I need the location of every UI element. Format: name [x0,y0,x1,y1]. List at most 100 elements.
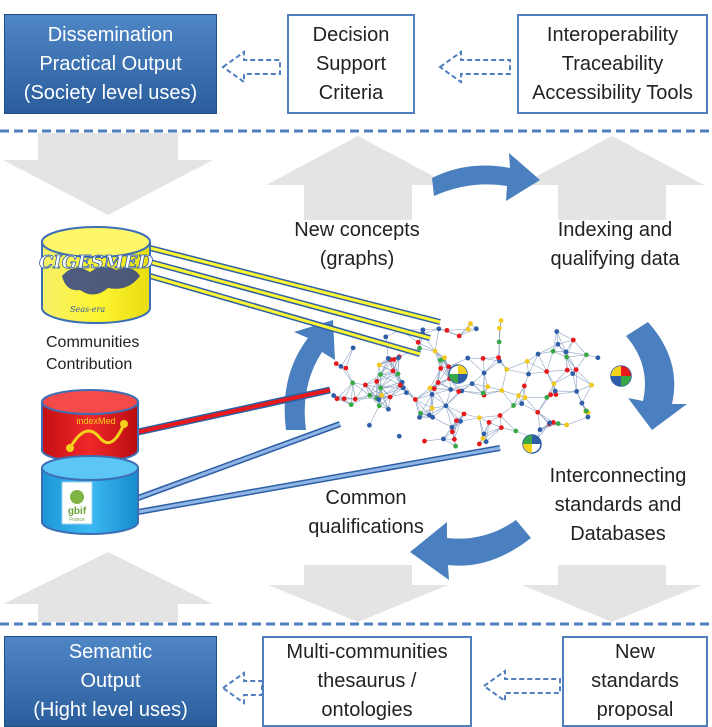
network-node [379,392,385,398]
network-edge [506,369,529,375]
network-edge [501,369,508,391]
network-edge [471,372,485,384]
gray-up-arrow [266,136,450,220]
network-edge [345,367,353,383]
interoperability-line-3: Accessibility Tools [532,81,693,104]
database-connectors [136,245,501,515]
network-edge [365,384,381,389]
network-node [417,414,422,420]
network-edge [485,422,490,442]
network-edge [537,412,541,430]
thesaurus-line-3: ontologies [321,699,413,721]
network-node [516,393,522,398]
network-edge [445,405,457,421]
network-node [574,389,580,394]
network-edge [380,384,401,389]
new-concepts-line-2: (graphs) [319,248,395,270]
network-edge [552,351,567,358]
network-node [395,371,401,377]
network-node [473,326,479,332]
interconnecting-line-3: Databases [570,523,666,545]
network-edge [434,388,451,390]
network-node [442,355,447,361]
network-node [570,371,576,377]
network-node [456,333,462,339]
network-node [438,365,444,371]
dissemination-line-1: Dissemination [47,23,174,46]
network-node [564,422,570,428]
network-node [432,348,438,354]
network-node [456,389,462,394]
network-node [554,329,560,334]
network-node [383,334,389,340]
network-edge [546,371,556,392]
network-edge [539,423,559,430]
network-edge [380,359,391,375]
network-node [343,365,349,371]
network-edge [431,389,451,395]
network-edge [546,369,568,372]
network-edge [381,387,404,396]
pie-marker-icon [448,364,468,384]
interconnecting-line-1: Interconnecting [549,465,687,487]
network-edge [576,384,592,392]
network-edge [482,427,502,439]
network-edge [482,372,485,394]
network-node [477,415,482,421]
interconnecting-line-2: standards and [554,494,682,516]
network-node [496,355,501,360]
cigesmed-database: CIGESMED Seas-era [39,226,154,324]
network-edge [448,357,468,368]
network-node [564,367,570,373]
network-edge [537,412,554,423]
curved-arrow-up [284,320,335,430]
connector-red [137,388,331,434]
connector-gbif [137,422,341,500]
gray-down-arrow [268,565,448,622]
network-node [498,425,504,431]
network-node [535,351,541,357]
pie-markers [448,364,632,454]
network-edge [566,339,574,358]
network-edge [537,412,550,424]
network-edge [537,343,559,355]
cycle-arrows [284,153,687,580]
network-node [486,420,492,425]
network-node [403,390,409,396]
network-node [334,396,340,402]
gbif-logo: gbif [68,506,87,517]
network-edge [389,384,401,398]
network-edge [369,381,377,396]
network-edge [369,405,380,426]
network-edge [419,408,433,418]
network-node [352,396,358,402]
network-node [446,364,452,370]
network-node [378,385,384,391]
gbif-logo-sub: France [69,517,85,523]
network-node [521,383,527,389]
network-edge [499,415,517,432]
network-node [451,436,457,442]
network-node [458,418,463,424]
network-node [513,428,519,434]
branch-icon [68,423,126,449]
network-edge [365,384,382,396]
network-edge [483,427,502,435]
network-edge [445,391,459,406]
network-node [544,395,550,400]
network-edge [352,382,356,400]
network-node [448,387,454,392]
network-node [431,386,437,392]
standards-line-3: proposal [596,699,674,721]
network-edge [365,374,381,386]
standards-box: New standards proposal [562,636,708,727]
network-edge [483,360,500,374]
communities-line-1: Communities [46,334,140,351]
network-edge [454,420,457,440]
network-node [555,341,561,347]
network-edge [521,403,538,413]
network-node [422,438,427,444]
network-node [376,362,382,368]
network-edge [434,378,450,389]
network-node [585,414,591,420]
